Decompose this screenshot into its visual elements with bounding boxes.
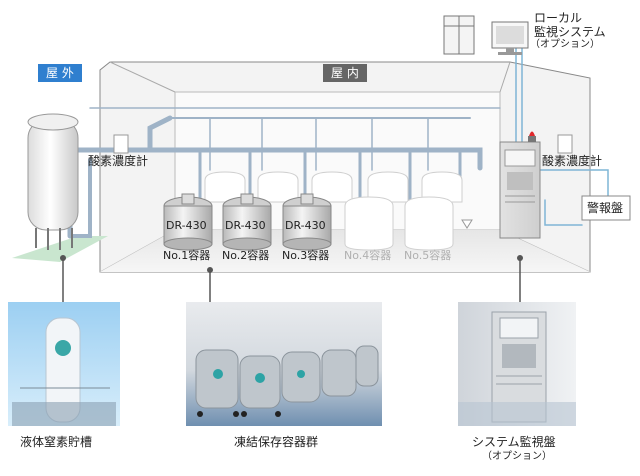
back-row-containers — [204, 171, 463, 203]
container-3 — [282, 193, 332, 251]
freezers-caption: 凍結保存容器群 — [234, 435, 319, 449]
panel-caption-option: （オプション） — [482, 451, 552, 462]
container-4-label: No.4容器 — [344, 249, 392, 262]
container-5 — [404, 196, 473, 251]
alarm-panel-box — [581, 195, 631, 221]
remote-system-option: （オプション） — [530, 39, 600, 50]
panel-caption: システム監視盤 — [472, 435, 556, 449]
remote-system-title-2: 監視システム — [534, 25, 606, 39]
container-2 — [222, 193, 272, 251]
container-2-model: DR-430 — [225, 219, 266, 232]
leader-dots — [60, 255, 523, 273]
freezers-photo — [186, 302, 382, 426]
remote-system-title-1: ローカル — [534, 11, 583, 25]
indoor-tag: 屋 内 — [323, 64, 367, 82]
tank-caption: 液体窒素貯槽 — [20, 435, 93, 449]
container-1 — [163, 193, 213, 251]
container-2-label: No.2容器 — [222, 249, 270, 262]
container-3-model: DR-430 — [285, 219, 326, 232]
leader-lines — [62, 258, 521, 302]
oxygen-sensor-left-label: 酸素濃度計 — [88, 154, 149, 168]
panel-photo — [458, 302, 576, 426]
tank-photo — [8, 302, 120, 426]
outdoor-tag: 屋 外 — [38, 64, 82, 82]
monitor — [491, 21, 529, 55]
container-1-model: DR-430 — [166, 219, 207, 232]
oxygen-sensor-left-device — [113, 134, 129, 154]
container-3-label: No.3容器 — [282, 249, 330, 262]
oxygen-sensor-right-device — [557, 134, 573, 154]
alarm-panel-label: 警報盤 — [587, 201, 624, 215]
warning-light — [528, 131, 536, 142]
container-1-label: No.1容器 — [163, 249, 211, 262]
container-4 — [344, 196, 394, 251]
nitrogen-storage-tank — [27, 113, 79, 250]
server-rack — [443, 15, 475, 55]
monitoring-panel-device — [499, 141, 541, 239]
container-5-label: No.5容器 — [404, 249, 452, 262]
oxygen-sensor-right-label: 酸素濃度計 — [542, 154, 603, 168]
